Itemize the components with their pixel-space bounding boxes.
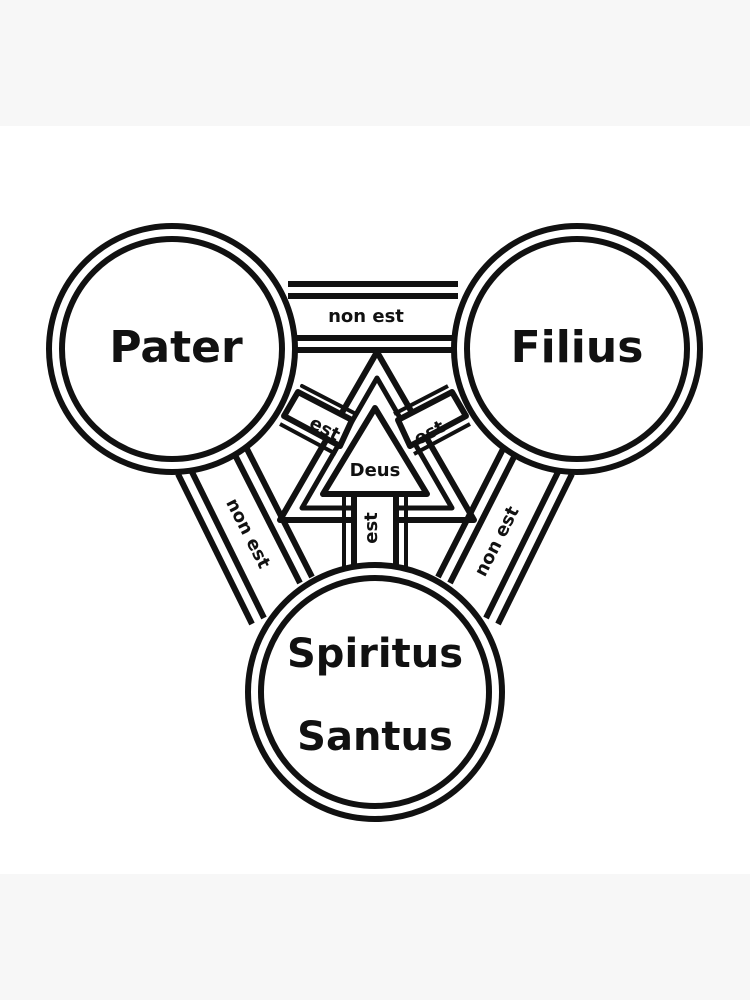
right-band-label: non est bbox=[471, 503, 524, 580]
node-pater bbox=[46, 223, 298, 475]
node-filius bbox=[451, 223, 703, 475]
spoke-pater-deus bbox=[279, 384, 358, 456]
top-margin-band bbox=[0, 0, 750, 126]
deus-label: Deus bbox=[350, 460, 401, 481]
spoke-filius-deus bbox=[393, 384, 471, 456]
spiritus-label-line2: Santus bbox=[297, 714, 453, 760]
filius-label: Filius bbox=[511, 322, 644, 373]
deus-triangle bbox=[320, 405, 430, 497]
spiritus-label-line1: Spiritus bbox=[287, 631, 463, 677]
node-spiritus bbox=[245, 562, 505, 822]
band-left-non-est bbox=[175, 447, 315, 626]
spiritus-deus-label: est bbox=[361, 512, 382, 544]
bottom-margin-band bbox=[0, 874, 750, 1000]
band-top-non-est bbox=[288, 281, 458, 353]
top-band-label: non est bbox=[328, 306, 404, 327]
pater-label: Pater bbox=[109, 322, 243, 373]
left-band-label: non est bbox=[221, 495, 274, 572]
